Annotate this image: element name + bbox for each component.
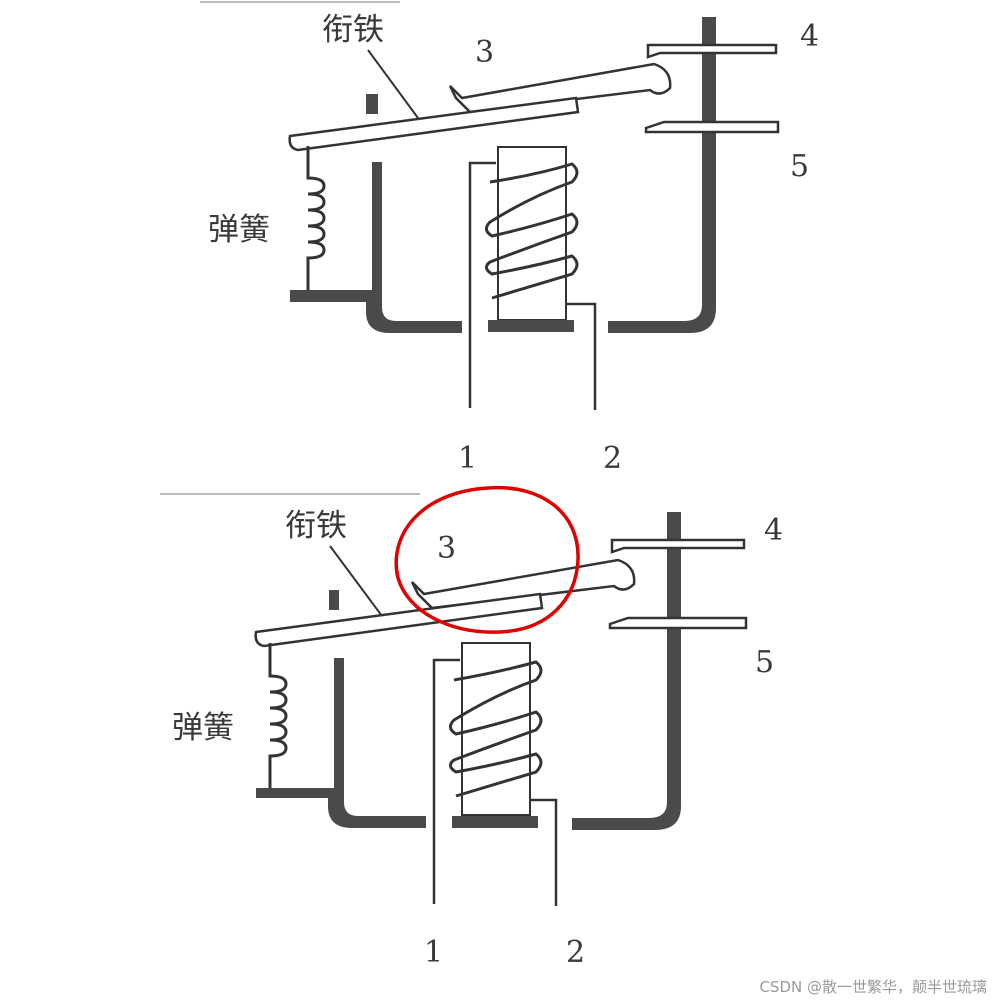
coil-base — [452, 816, 538, 828]
right-frame — [608, 17, 716, 333]
label-4: 4 — [764, 513, 783, 548]
label-5: 5 — [790, 149, 809, 184]
label-1: 1 — [424, 935, 443, 970]
armature-label: 衔铁 — [322, 12, 384, 48]
contact-5 — [608, 616, 748, 630]
label-3: 3 — [475, 35, 494, 70]
spring-label: 弹簧 — [172, 710, 234, 746]
armature-leader — [329, 545, 383, 617]
stop-block — [366, 94, 378, 114]
spring-coil — [268, 643, 288, 788]
lead-1 — [432, 658, 460, 904]
label-1: 1 — [458, 441, 477, 476]
armature-label: 衔铁 — [285, 508, 347, 544]
armature-bar — [254, 592, 544, 648]
label-4: 4 — [800, 19, 819, 54]
contact-4 — [610, 538, 746, 554]
stop-block — [329, 590, 339, 610]
watermark: CSDN @散一世繁华，颠半世琉璃 — [759, 978, 987, 996]
relay-diagram-top: 衔铁 弹簧 3 4 5 1 2 — [200, 1, 819, 476]
coil-base — [488, 320, 574, 332]
label-2: 2 — [566, 935, 585, 970]
lead-2 — [530, 798, 558, 906]
contact-5 — [644, 120, 780, 134]
left-yoke — [256, 658, 426, 828]
right-frame — [572, 512, 681, 830]
highlight-circle — [394, 485, 580, 634]
lead-1 — [468, 161, 496, 408]
armature-leader — [367, 49, 419, 119]
contact-arm-3 — [410, 558, 636, 610]
label-2: 2 — [603, 441, 622, 476]
armature-bar — [288, 96, 580, 152]
label-5: 5 — [755, 645, 774, 680]
lead-2 — [566, 302, 597, 410]
coil-windings — [449, 660, 543, 798]
contact-4 — [646, 43, 778, 59]
spring-coil — [306, 146, 326, 290]
label-3: 3 — [437, 531, 456, 566]
relay-diagram-bottom: 衔铁 弹簧 3 4 5 1 2 — [160, 485, 783, 970]
spring-label: 弹簧 — [208, 212, 270, 248]
coil-windings — [485, 162, 579, 300]
left-yoke — [290, 162, 462, 333]
contact-arm-3 — [448, 62, 672, 114]
